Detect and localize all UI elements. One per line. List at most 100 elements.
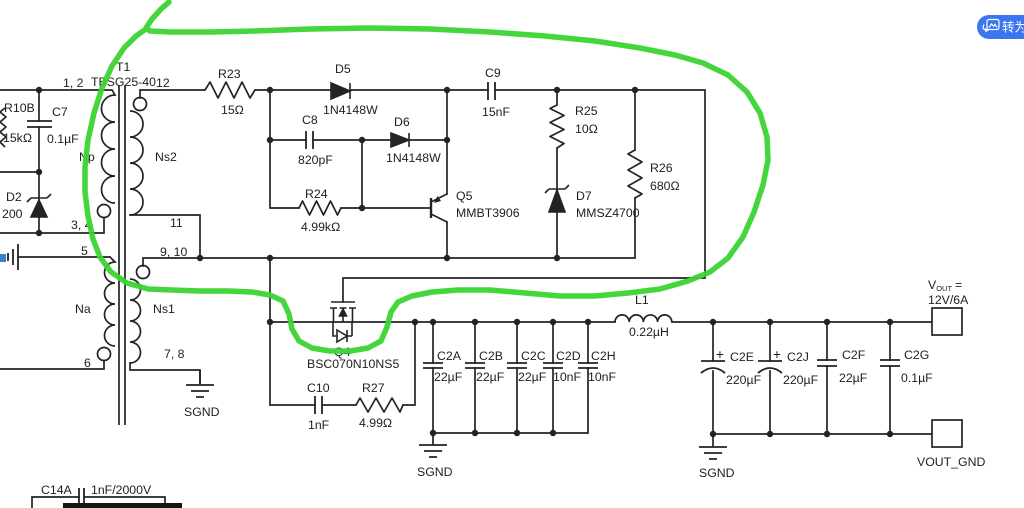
- label-pin-7-8: 7, 8: [164, 347, 185, 361]
- transformer-core: [118, 85, 126, 425]
- earth-ground-symbol: [7, 244, 19, 270]
- capacitor-c2b: [465, 362, 485, 369]
- sgnd-symbol-3: [699, 446, 727, 460]
- capacitor-c9: [487, 82, 496, 100]
- capacitor-c2f: [817, 359, 837, 367]
- label-r10b-ref: R10B: [4, 101, 35, 115]
- label-l1-val: 0.22µH: [629, 325, 669, 339]
- resistors: [0, 81, 643, 413]
- capacitor-c8: [305, 131, 314, 149]
- capacitor-c2g: [880, 359, 900, 367]
- label-winding-ns1: Ns1: [153, 302, 175, 316]
- label-c9-val: 15nF: [482, 105, 511, 119]
- label-d5-val: 1N4148W: [323, 103, 378, 117]
- mosfet-arrow: [338, 307, 348, 317]
- label-q4-val: BSC070N10NS5: [307, 357, 399, 371]
- label-d7-ref: D7: [576, 189, 592, 203]
- label-r23-ref: R23: [218, 67, 241, 81]
- labels: T1 TBSG25-40 1, 2 12 3, 4 11 5 9, 10 6 7…: [2, 60, 985, 497]
- label-c8-ref: C8: [302, 113, 318, 127]
- diode-d6: [390, 131, 412, 149]
- capacitors: [27, 82, 900, 505]
- label-c2b-val: 22µF: [476, 370, 505, 384]
- vout-port: [931, 307, 963, 336]
- vout-gnd-port: [931, 419, 963, 448]
- label-c10-ref: C10: [307, 381, 330, 395]
- label-pin-11: 11: [170, 216, 183, 230]
- label-c2g-val: 0.1µF: [901, 371, 933, 385]
- label-r24-ref: R24: [305, 187, 328, 201]
- label-d7-val: MMSZ4700: [576, 206, 640, 220]
- label-d6-val: 1N4148W: [386, 151, 441, 165]
- label-r25-ref: R25: [575, 104, 598, 118]
- label-t1-ref: T1: [116, 60, 131, 74]
- label-c9-ref: C9: [485, 66, 501, 80]
- winding-ns1: [129, 278, 142, 364]
- capacitor-c2j: [757, 360, 783, 374]
- junction-dots: [35, 86, 894, 438]
- label-c2j-ref: C2J: [787, 350, 809, 364]
- capacitor-c2e: [700, 360, 726, 374]
- diode-d5: [330, 81, 353, 101]
- label-pin-9-10: 9, 10: [160, 245, 188, 259]
- label-pin-1-2: 1, 2: [63, 76, 84, 90]
- winding-np-dot: [96, 203, 112, 219]
- label-r24-val: 4.99kΩ: [301, 220, 340, 234]
- blue-marker: [0, 254, 6, 262]
- label-c2e-plus: +: [716, 347, 724, 362]
- label-pin-12: 12: [156, 76, 170, 90]
- capacitor-c2h: [578, 362, 598, 369]
- sgnd-symbol-1: [186, 370, 214, 398]
- transformer-t1: [96, 85, 151, 425]
- label-c2e-val: 220µF: [726, 373, 762, 387]
- label-pin-5: 5: [81, 244, 88, 258]
- partial-bottom-bar: [63, 503, 182, 508]
- label-c2a-ref: C2A: [437, 349, 462, 363]
- winding-na-dot: [96, 346, 112, 362]
- sgnd-symbol-2: [419, 444, 447, 458]
- label-c2f-val: 22µF: [839, 371, 868, 385]
- capacitor-c7: [27, 120, 52, 128]
- resistor-r26: [627, 149, 643, 199]
- label-pin-6: 6: [84, 356, 91, 370]
- resistor-r23: [204, 81, 256, 99]
- capacitor-c14a: [78, 488, 85, 505]
- label-vout-spec: 12V/6A: [928, 293, 969, 307]
- label-r10b-val: 15kΩ: [3, 131, 32, 145]
- label-d2-val: 200: [2, 207, 23, 221]
- label-d5-ref: D5: [335, 62, 351, 76]
- label-r23-val: 15Ω: [221, 103, 244, 117]
- label-c2b-ref: C2B: [479, 349, 503, 363]
- inductor-l1: [614, 314, 673, 323]
- image-convert-icon: [982, 18, 1000, 33]
- label-r27-val: 4.99Ω: [359, 416, 392, 430]
- capacitor-c2d: [543, 362, 563, 369]
- label-d6-ref: D6: [394, 115, 410, 129]
- label-c2j-val: 220µF: [783, 373, 819, 387]
- label-c2j-plus: +: [773, 347, 781, 362]
- resistor-r25: [549, 104, 565, 149]
- zener-d2: [26, 193, 52, 218]
- label-d2-ref: D2: [6, 190, 22, 204]
- label-c2c-ref: C2C: [521, 349, 546, 363]
- label-sgnd-1: SGND: [184, 405, 220, 419]
- label-c2g-ref: C2G: [904, 348, 929, 362]
- label-r25-val: 10Ω: [575, 122, 598, 136]
- resistor-r24: [298, 200, 342, 216]
- label-vout: VOUT=: [928, 278, 962, 293]
- annotation-loop: [82, 0, 771, 354]
- capacitor-c2c: [507, 362, 527, 369]
- label-vout-gnd: VOUT_GND: [917, 455, 985, 469]
- capacitor-c2a: [423, 362, 443, 369]
- grounds: [7, 244, 727, 460]
- label-r27-ref: R27: [362, 381, 385, 395]
- label-c2e-ref: C2E: [730, 350, 754, 364]
- mosfet-q4: [330, 301, 356, 344]
- translate-button[interactable]: 转为: [977, 15, 1024, 39]
- label-sgnd-2: SGND: [417, 465, 453, 479]
- capacitor-c10: [314, 396, 323, 414]
- label-c2d-val: 10nF: [553, 370, 582, 384]
- ports: [931, 307, 963, 448]
